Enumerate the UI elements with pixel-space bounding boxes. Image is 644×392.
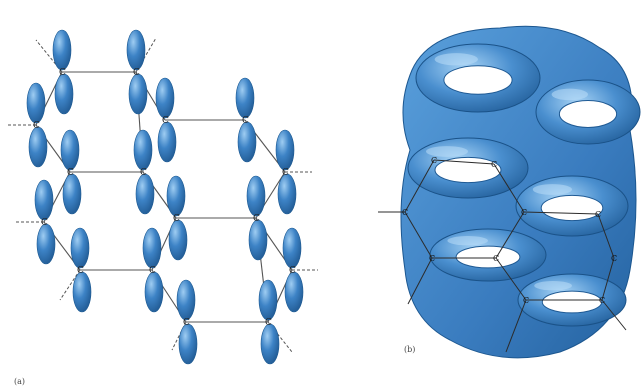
carbon-atom-label: C: [599, 296, 605, 305]
p-orbital-lower-lobe: [136, 174, 154, 214]
torus-highlight: [447, 236, 488, 245]
p-orbital-upper-lobe: [177, 280, 195, 320]
p-orbital-upper-lobe: [143, 228, 161, 268]
carbon-atom-label: C: [523, 296, 529, 305]
torus-hole: [456, 246, 520, 268]
p-orbital-lower-lobe: [179, 324, 197, 364]
carbon-atom-label: C: [611, 254, 617, 263]
p-orbital-lower-lobe: [37, 224, 55, 264]
p-orbital-upper-lobe: [167, 176, 185, 216]
torus-hole: [542, 291, 601, 313]
carbon-atom-label: C: [67, 168, 74, 178]
pi-ring-torus: [430, 229, 546, 281]
carbon-atom-label: C: [183, 318, 190, 328]
p-orbital-lower-lobe: [129, 74, 147, 114]
p-orbital-lower-lobe: [249, 220, 267, 260]
carbon-atom-label: C: [521, 208, 527, 217]
carbon-atom-label: C: [59, 68, 66, 78]
torus-hole: [541, 195, 603, 220]
carbon-atom-label: C: [282, 168, 289, 178]
p-orbital-lower-lobe: [169, 220, 187, 260]
carbon-atom-label: C: [253, 214, 260, 224]
p-orbital-upper-lobe: [71, 228, 89, 268]
carbon-atom-label: C: [41, 218, 48, 228]
carbon-atom-label: C: [493, 254, 499, 263]
torus-hole: [444, 66, 512, 95]
carbon-atom-label: C: [491, 160, 497, 169]
carbon-atom-label: C: [162, 116, 169, 126]
p-orbital-upper-lobe: [236, 78, 254, 118]
p-orbital-upper-lobe: [134, 130, 152, 170]
carbon-atom-label: C: [77, 266, 84, 276]
carbon-atom-label: C: [149, 266, 156, 276]
p-orbital-upper-lobe: [276, 130, 294, 170]
p-orbital-upper-lobe: [259, 280, 277, 320]
p-orbital-lower-lobe: [63, 174, 81, 214]
carbon-atom-label: C: [242, 116, 249, 126]
p-orbital-upper-lobe: [53, 30, 71, 70]
p-orbital-lower-lobe: [145, 272, 163, 312]
p-orbital-lower-lobe: [285, 272, 303, 312]
pi-ring-torus: [516, 176, 628, 236]
p-orbital-lower-lobe: [278, 174, 296, 214]
panel-b-label: (b): [404, 345, 415, 354]
p-orbital-lower-lobe: [73, 272, 91, 312]
panel-a-label: (a): [14, 377, 25, 386]
carbon-atom-label: C: [140, 168, 147, 178]
pi-ring-torus: [536, 80, 640, 144]
torus-highlight: [435, 53, 478, 65]
p-orbital-upper-lobe: [247, 176, 265, 216]
p-orbital-upper-lobe: [61, 130, 79, 170]
torus-highlight: [552, 89, 588, 101]
carbon-atom-label: C: [595, 210, 601, 219]
carbon-atom-label: C: [133, 68, 140, 78]
p-orbital-upper-lobe: [27, 83, 45, 123]
pi-ring-torus: [416, 44, 540, 112]
carbon-atom-label: C: [402, 208, 408, 217]
panel-b-delocalized-pi-clouds: C C C C C C C C C C: [378, 26, 640, 358]
p-orbital-upper-lobe: [283, 228, 301, 268]
carbon-atom-label: C: [289, 266, 296, 276]
torus-highlight: [534, 281, 572, 290]
p-orbital-lower-lobe: [55, 74, 73, 114]
panel-a-p-orbitals: C C C C C C C C C C C C C C C C: [8, 30, 318, 364]
carbon-atom-label: C: [429, 254, 435, 263]
p-orbital-lower-lobe: [29, 127, 47, 167]
carbon-atom-label: C: [265, 318, 272, 328]
p-orbital-lower-lobe: [158, 122, 176, 162]
torus-hole: [559, 101, 616, 128]
torus-highlight: [533, 184, 572, 195]
carbon-atom-label: C: [173, 214, 180, 224]
p-orbital-upper-lobe: [156, 78, 174, 118]
carbon-atom-label: C: [431, 156, 437, 165]
p-orbital-lower-lobe: [261, 324, 279, 364]
p-orbital-upper-lobe: [35, 180, 53, 220]
p-orbital-lower-lobe: [238, 122, 256, 162]
carbon-atom-label: C: [33, 121, 40, 131]
p-orbital-upper-lobe: [127, 30, 145, 70]
